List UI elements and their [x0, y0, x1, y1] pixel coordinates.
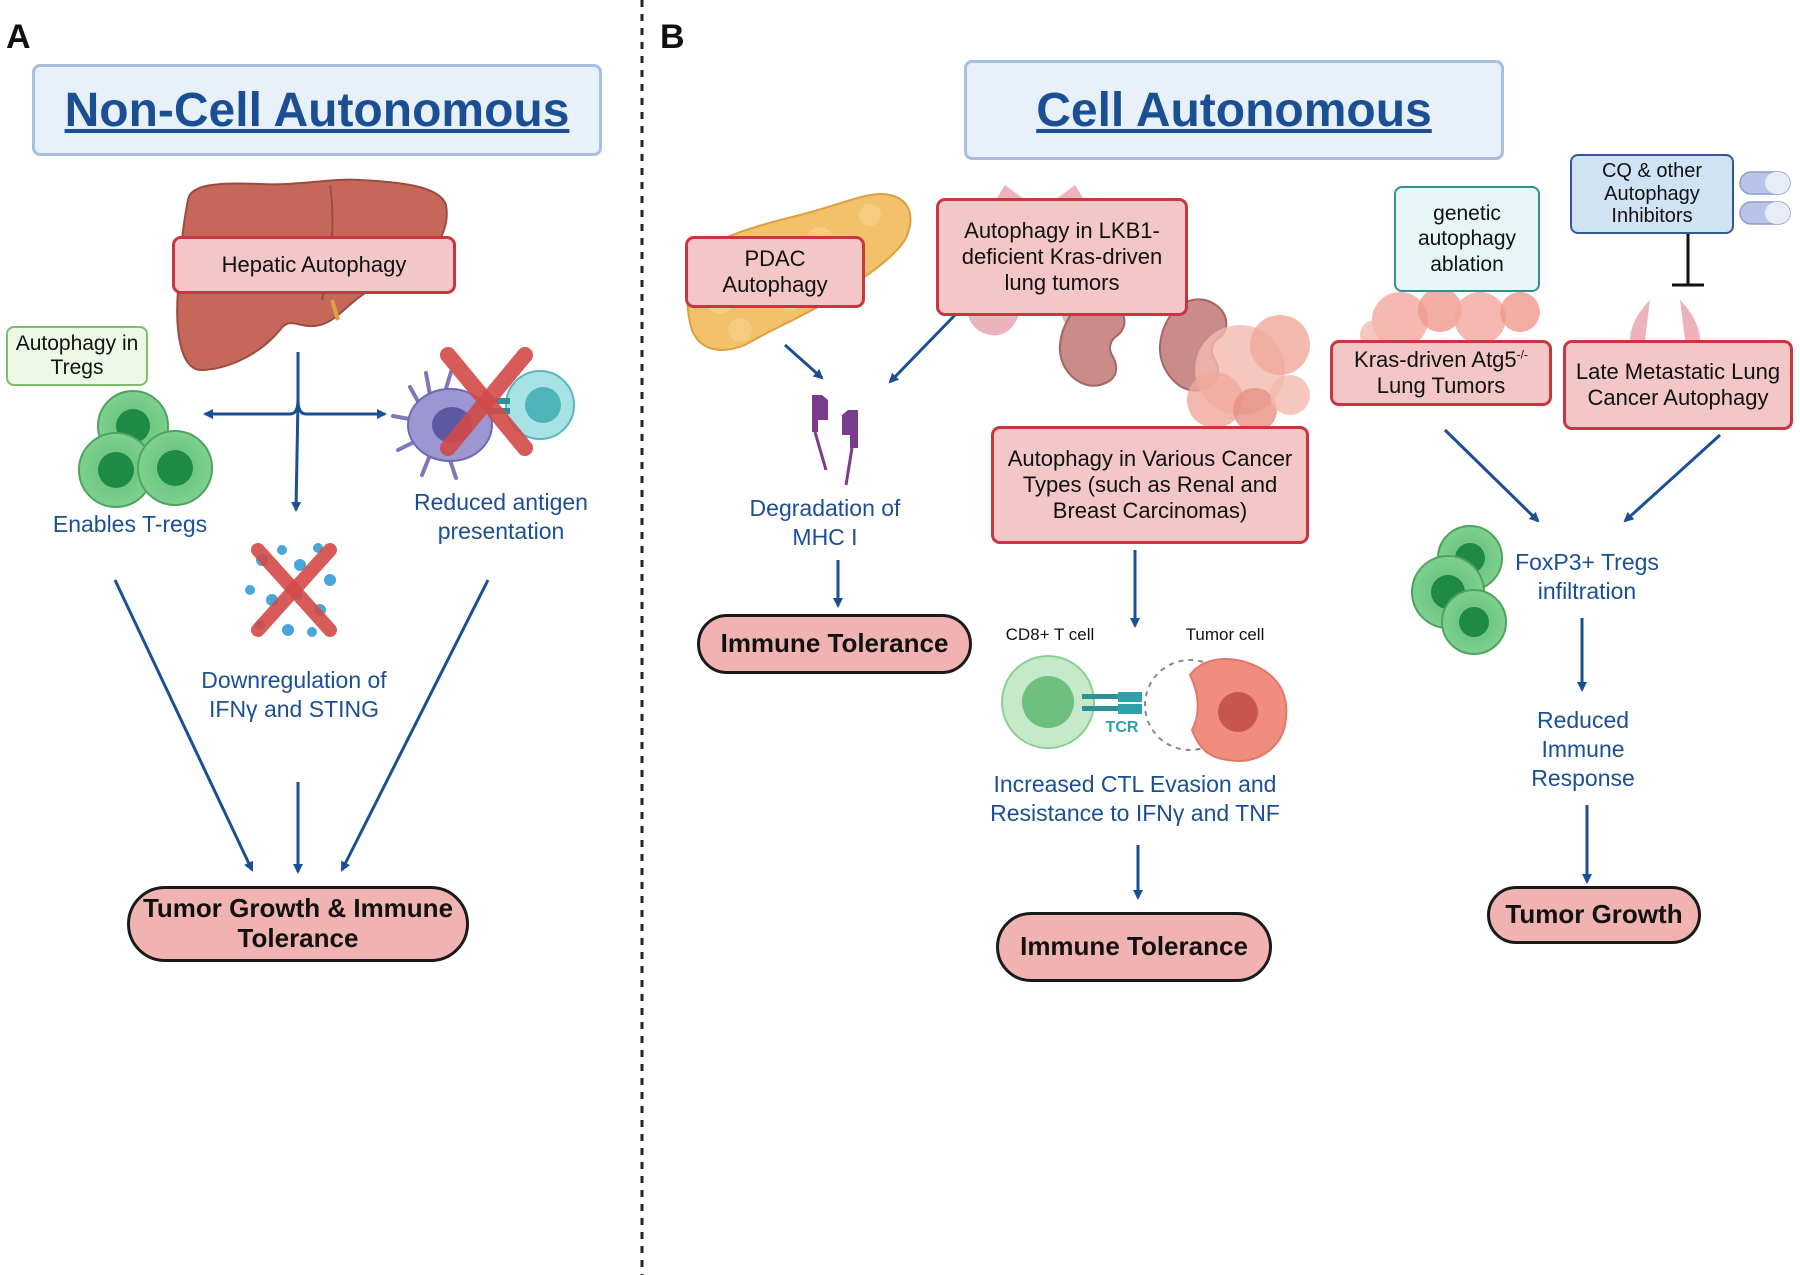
hepatic-autophagy-box: Hepatic Autophagy — [172, 236, 456, 294]
pdac-autophagy-box: PDAC Autophagy — [685, 236, 865, 308]
tumor-growth-immune-tolerance-pill: Tumor Growth & Immune Tolerance — [127, 886, 469, 962]
kras-atg5-box: Kras-driven Atg5-/- Lung Tumors — [1330, 340, 1552, 406]
immune-tolerance-pill-2: Immune Tolerance — [996, 912, 1272, 982]
ctl-evasion-label: Increased CTL Evasion and Resistance to … — [990, 771, 1280, 826]
red-cross-icon — [251, 543, 337, 637]
kras-atg5-line2: Lung Tumors — [1376, 373, 1506, 398]
tcr-label: TCR — [1105, 719, 1139, 736]
tumor-tissue-icon — [1187, 315, 1310, 432]
cq-inhibitors-box: CQ & other Autophagy Inhibitors — [1570, 154, 1734, 234]
panel-b-arrows — [784, 313, 1722, 900]
red-cross-icon — [440, 347, 533, 456]
capsule-icon — [1739, 171, 1791, 225]
panel-b-title: Cell Autonomous — [1036, 83, 1432, 137]
tumor-cell-icon — [1144, 658, 1288, 762]
lungs-icon — [1630, 300, 1700, 340]
panel-a-title-box: Non-Cell Autonomous — [32, 64, 602, 156]
panel-a-letter: A — [6, 18, 31, 56]
tumor-growth-pill: Tumor Growth — [1487, 886, 1701, 944]
atg5-tumor-icon — [1360, 288, 1540, 350]
late-metastatic-box: Late Metastatic Lung Cancer Autophagy — [1563, 340, 1793, 430]
panel-b-title-box: Cell Autonomous — [964, 60, 1504, 160]
inhibition-bar-icon — [1672, 232, 1704, 287]
cd8-t-cell-icon — [1001, 655, 1142, 749]
kras-atg5-main: Kras-driven Atg5 — [1354, 347, 1517, 373]
mhc-receptor-icon — [812, 395, 858, 486]
treg-cells-icon — [78, 390, 213, 508]
panel-a-arrows — [113, 352, 490, 874]
tregs-autophagy-box: Autophagy in Tregs — [6, 326, 148, 386]
reduced-antigen-label: Reduced antigen presentation — [414, 489, 588, 544]
foxp3-treg-cells-icon — [1411, 525, 1507, 655]
kras-atg5-sup: -/- — [1516, 347, 1528, 362]
lkb1-autophagy-box: Autophagy in LKB1-deficient Kras-driven … — [936, 198, 1188, 316]
cd8-t-cell-label: CD8+ T cell — [1005, 625, 1095, 644]
degradation-mhc-label: Degradation of MHC I — [749, 495, 901, 550]
reduced-immune-label: Reduced Immune Response — [1531, 707, 1635, 791]
genetic-ablation-box: genetic autophagy ablation — [1394, 186, 1540, 292]
panel-a-title: Non-Cell Autonomous — [64, 83, 570, 137]
enables-tregs-label: Enables T-regs — [52, 511, 208, 537]
foxp3-label: FoxP3+ Tregs infiltration — [1515, 549, 1659, 604]
dendritic-cell-icon — [391, 370, 575, 480]
panel-b-letter: B — [660, 18, 685, 56]
immune-tolerance-pill-1: Immune Tolerance — [697, 614, 972, 674]
downregulation-label: Downregulation of IFNγ and STING — [201, 667, 387, 722]
tumor-cell-label: Tumor cell — [1185, 625, 1265, 644]
various-cancers-box: Autophagy in Various Cancer Types (such … — [991, 426, 1309, 544]
